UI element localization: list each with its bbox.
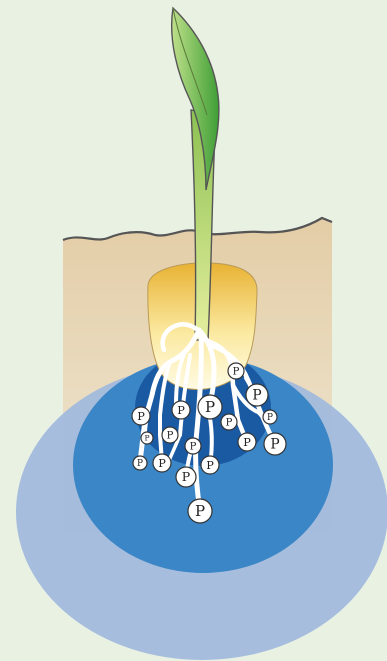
phosphorus-label: P xyxy=(270,437,279,453)
phosphorus-label: P xyxy=(158,457,166,470)
phosphorus-label: P xyxy=(206,459,214,472)
phosphorus-label: P xyxy=(137,410,145,423)
phosphorus-label: P xyxy=(167,430,174,441)
phosphorus-label: P xyxy=(190,441,197,452)
phosphorus-label: P xyxy=(226,417,233,428)
phosphorus-label: P xyxy=(233,366,240,377)
phosphorus-label: P xyxy=(137,459,143,469)
phosphorus-label: P xyxy=(252,388,261,404)
phosphorus-label: P xyxy=(182,469,190,484)
phosphorus-label: P xyxy=(177,404,185,417)
phosphorus-label: P xyxy=(144,434,149,443)
phosphorus-label: P xyxy=(243,436,251,449)
phosphorus-label: P xyxy=(267,413,273,423)
phosphorus-label: P xyxy=(205,398,215,416)
phosphorus-label: P xyxy=(195,502,205,520)
